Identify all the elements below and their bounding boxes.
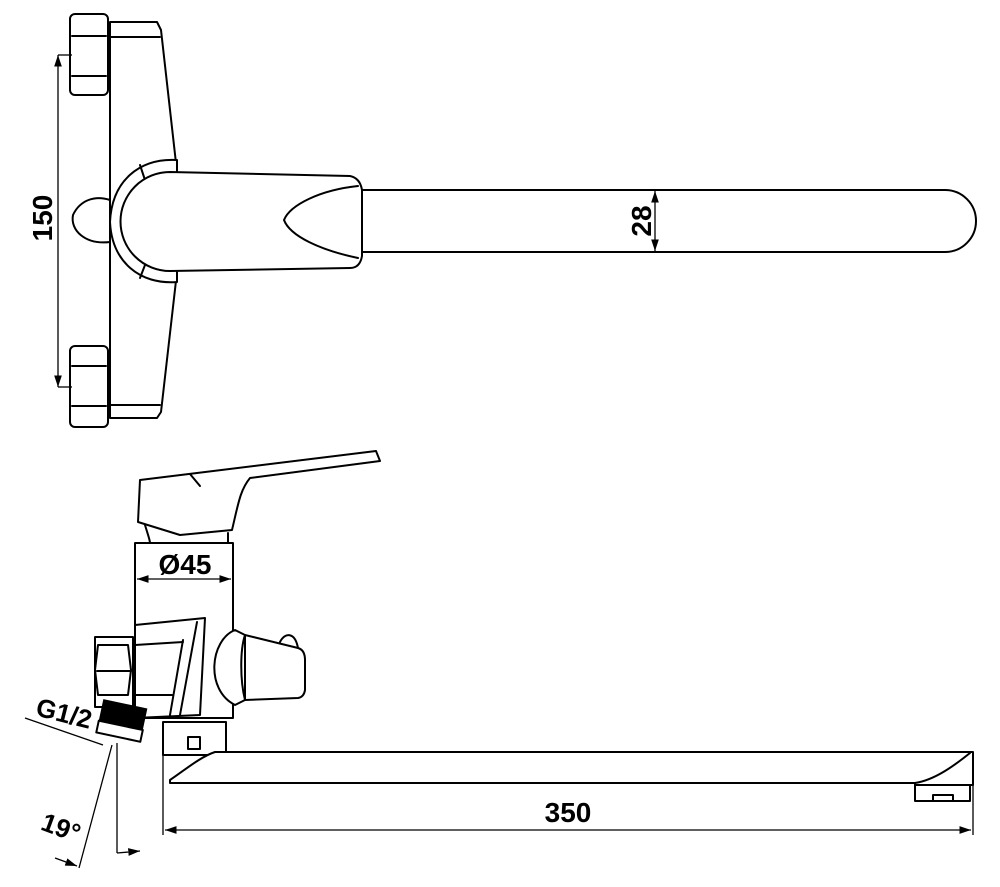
dimension-150: 150 <box>27 54 72 388</box>
dimension-350: 350 <box>162 755 974 835</box>
nut-side <box>94 636 134 708</box>
dimension-diameter: Ø45 <box>137 549 231 583</box>
threaded-connector <box>95 699 148 743</box>
handle-recess <box>283 185 359 259</box>
nut-bottom <box>69 345 109 428</box>
handle-top <box>119 171 363 272</box>
dim-label-diameter: Ø45 <box>159 549 212 580</box>
diverter-knob <box>213 629 246 706</box>
dim-label-thread: G1/2 <box>33 692 95 735</box>
top-view: 150 28 <box>27 13 977 428</box>
angle-dimension: 19° <box>37 743 141 869</box>
dim-label-350: 350 <box>545 797 592 828</box>
thread-callout: G1/2 <box>24 692 104 746</box>
side-view: Ø45 350 <box>24 450 974 869</box>
nut-top <box>69 13 109 96</box>
spout-top <box>354 189 977 253</box>
dim-label-28: 28 <box>626 205 657 236</box>
dim-label-angle: 19° <box>37 807 84 849</box>
dimension-28: 28 <box>626 191 659 251</box>
dim-label-150: 150 <box>27 195 58 242</box>
lever-side <box>137 450 381 536</box>
spout-side <box>169 751 974 786</box>
